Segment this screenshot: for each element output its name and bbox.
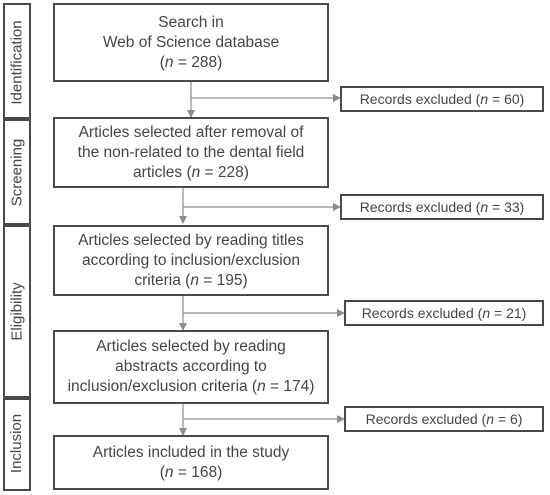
- excluded-line: Records excluded (n = 21): [362, 303, 527, 323]
- box-eligibility-titles: Articles selected by reading titles acco…: [53, 225, 329, 296]
- excluded-prefix: Records excluded (: [359, 199, 481, 215]
- n-symbol: n: [164, 53, 174, 71]
- count-prefix: (: [159, 463, 165, 481]
- count-prefix: criteria (: [134, 271, 191, 289]
- n-symbol: n: [190, 271, 199, 289]
- count-value: = 228): [200, 163, 249, 181]
- excluded-value: = 6): [494, 411, 523, 427]
- count-value: = 195): [198, 271, 248, 289]
- count-value: = 174): [265, 378, 315, 395]
- count-prefix: articles (: [133, 163, 192, 181]
- stage-label-identification: Identification: [3, 3, 31, 121]
- box-screening: Articles selected after removal of the n…: [53, 117, 329, 188]
- box-line: Articles selected after removal of: [78, 123, 304, 141]
- excluded-line: Records excluded (n = 33): [360, 197, 525, 217]
- n-symbol: n: [480, 199, 489, 215]
- count-value: = 168): [173, 463, 223, 481]
- n-symbol: n: [480, 91, 489, 107]
- n-symbol: n: [164, 463, 174, 481]
- count-value: = 288): [173, 53, 223, 71]
- box-line: Search in: [158, 13, 224, 31]
- count-prefix: (: [159, 53, 165, 71]
- stage-label-screening: Screening: [3, 117, 31, 227]
- box-line: Web of Science database: [102, 33, 280, 51]
- box-count-line: (n = 288): [160, 53, 222, 73]
- box-line: Articles selected by reading titles: [78, 231, 304, 249]
- excluded-box-4: Records excluded (n = 6): [344, 406, 544, 432]
- excluded-box-3: Records excluded (n = 21): [344, 300, 544, 326]
- excluded-value: = 60): [488, 91, 525, 107]
- stage-label-inclusion: Inclusion: [3, 396, 31, 491]
- excluded-line: Records excluded (n = 60): [360, 89, 525, 109]
- box-line: abstracts according to: [115, 358, 267, 375]
- box-inclusion: Articles included in the study (n = 168): [53, 435, 329, 490]
- n-symbol: n: [257, 378, 266, 395]
- box-line: the non-related to the dental field: [77, 143, 305, 161]
- excluded-value: = 33): [488, 199, 525, 215]
- n-symbol: n: [191, 163, 201, 181]
- box-count-line: inclusion/exclusion criteria (n = 174): [68, 377, 315, 397]
- count-prefix: inclusion/exclusion criteria (: [67, 378, 258, 395]
- excluded-prefix: Records excluded (: [365, 411, 487, 427]
- excluded-box-1: Records excluded (n = 60): [340, 86, 544, 112]
- excluded-prefix: Records excluded (: [361, 305, 483, 321]
- box-eligibility-abstracts: Articles selected by reading abstracts a…: [53, 330, 329, 404]
- box-count-line: articles (n = 228): [133, 163, 249, 183]
- excluded-prefix: Records excluded (: [359, 91, 481, 107]
- excluded-value: = 21): [490, 305, 527, 321]
- excluded-line: Records excluded (n = 6): [366, 409, 523, 429]
- excluded-box-2: Records excluded (n = 33): [340, 194, 544, 220]
- box-line: according to inclusion/exclusion: [82, 251, 300, 269]
- box-count-line: (n = 168): [160, 463, 222, 483]
- n-symbol: n: [482, 305, 491, 321]
- box-identification: Search in Web of Science database (n = 2…: [53, 3, 329, 82]
- n-symbol: n: [486, 411, 494, 427]
- box-line: Articles selected by reading: [96, 338, 286, 355]
- box-count-line: criteria (n = 195): [134, 271, 247, 291]
- stage-label-eligibility: Eligibility: [3, 223, 31, 400]
- box-line: Articles included in the study: [92, 443, 290, 461]
